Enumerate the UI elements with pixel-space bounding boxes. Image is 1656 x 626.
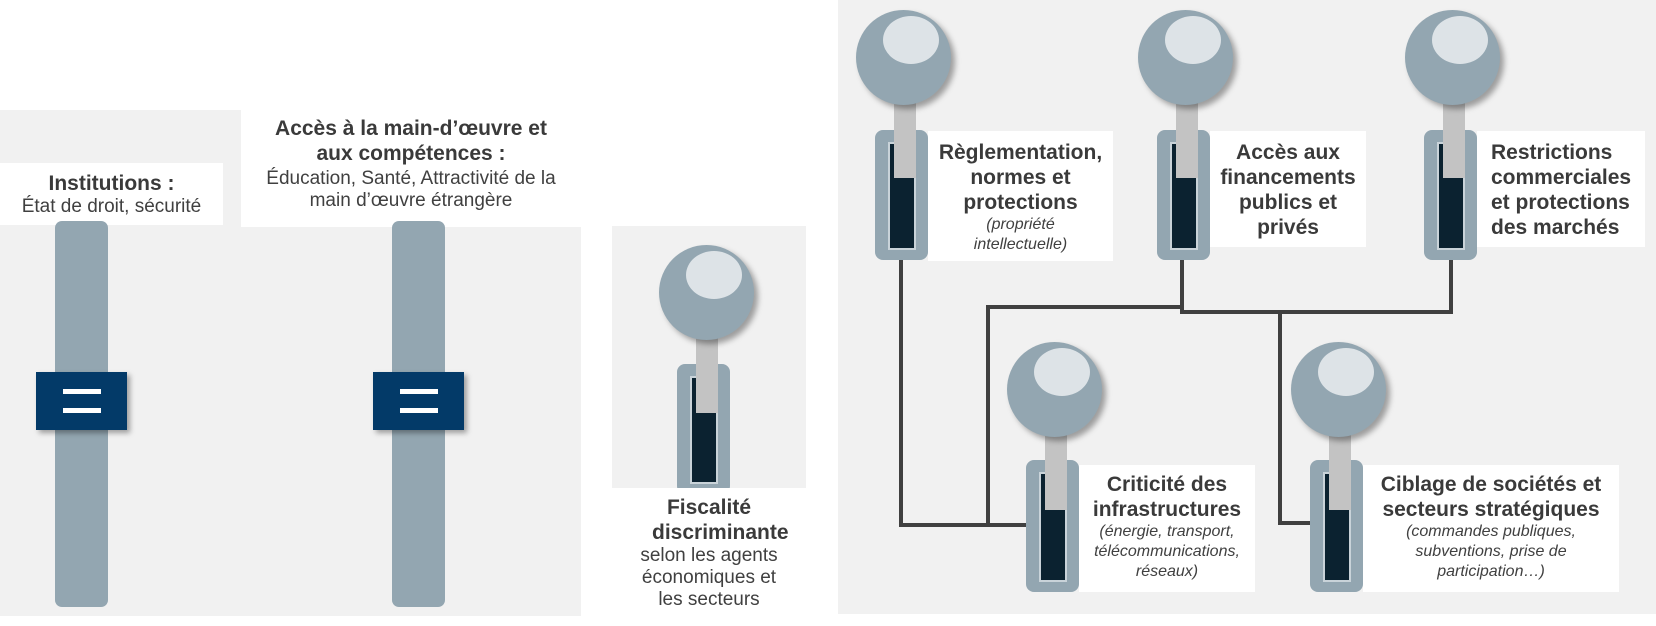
financing-joystick-knob[interactable] <box>1138 10 1233 105</box>
infrastructure-title: Criticité des infrastructures <box>1092 473 1242 521</box>
taxation-subtitle: selon les agents économiques et les sect… <box>640 545 778 610</box>
financing-joystick-stick <box>1176 95 1198 178</box>
financing-label: Accès aux financements publics et privés <box>1210 131 1366 247</box>
infrastructure-label: Criticité des infrastructures (énergie, … <box>1079 465 1255 592</box>
trade-joystick-knob[interactable] <box>1405 10 1500 105</box>
regulation-note: (propriété intellectuelle) <box>973 216 1068 253</box>
strategic-note: (commandes publiques, subventions, prise… <box>1406 523 1576 580</box>
taxation-joystick-stick <box>696 325 718 413</box>
institutions-slider-thumb[interactable] <box>36 372 127 430</box>
institutions-label: Institutions : État de droit, sécurité <box>0 163 223 225</box>
institutions-title: Institutions : <box>48 172 175 195</box>
regulation-title: Règlementation, normes et protections <box>938 141 1103 214</box>
taxation-label: Fiscalité discriminante selon les agents… <box>612 488 806 622</box>
strategic-label: Ciblage de sociétés et secteurs stratégi… <box>1363 465 1619 592</box>
infrastructure-joystick-stick <box>1045 425 1067 510</box>
regulation-label: Règlementation, normes et protections (p… <box>928 131 1113 261</box>
regulation-joystick-stick <box>894 95 916 178</box>
strategic-joystick-knob[interactable] <box>1291 342 1386 437</box>
labour-slider-thumb[interactable] <box>373 372 464 430</box>
taxation-joystick-knob[interactable] <box>659 245 754 340</box>
strategic-title: Ciblage de sociétés et secteurs stratégi… <box>1380 473 1602 521</box>
trade-label: Restrictions commerciales et protections… <box>1477 131 1645 247</box>
labour-title: Accès à la main-d’œuvre et aux compétenc… <box>275 117 547 165</box>
infrastructure-joystick-knob[interactable] <box>1007 342 1102 437</box>
infrastructure-note: (énergie, transport, télécommunications,… <box>1094 523 1240 580</box>
labour-label: Accès à la main-d’œuvre et aux compétenc… <box>241 110 581 227</box>
wire-regulation-infrastructure <box>899 260 1026 527</box>
trade-title: Restrictions commerciales et protections… <box>1491 141 1632 239</box>
labour-subtitle: Éducation, Santé, Attractivité de la mai… <box>266 168 556 211</box>
wire-financing-trade <box>1180 260 1453 314</box>
trade-joystick-stick <box>1443 95 1465 178</box>
wire-trade-strategic <box>1278 312 1310 525</box>
taxation-title: Fiscalité discriminante <box>652 496 789 544</box>
financing-title: Accès aux financements publics et privés <box>1220 141 1356 239</box>
regulation-joystick-knob[interactable] <box>856 10 951 105</box>
wire-financing-infrastructure <box>986 305 1182 525</box>
institutions-subtitle: État de droit, sécurité <box>21 196 202 217</box>
strategic-joystick-stick <box>1329 425 1351 510</box>
